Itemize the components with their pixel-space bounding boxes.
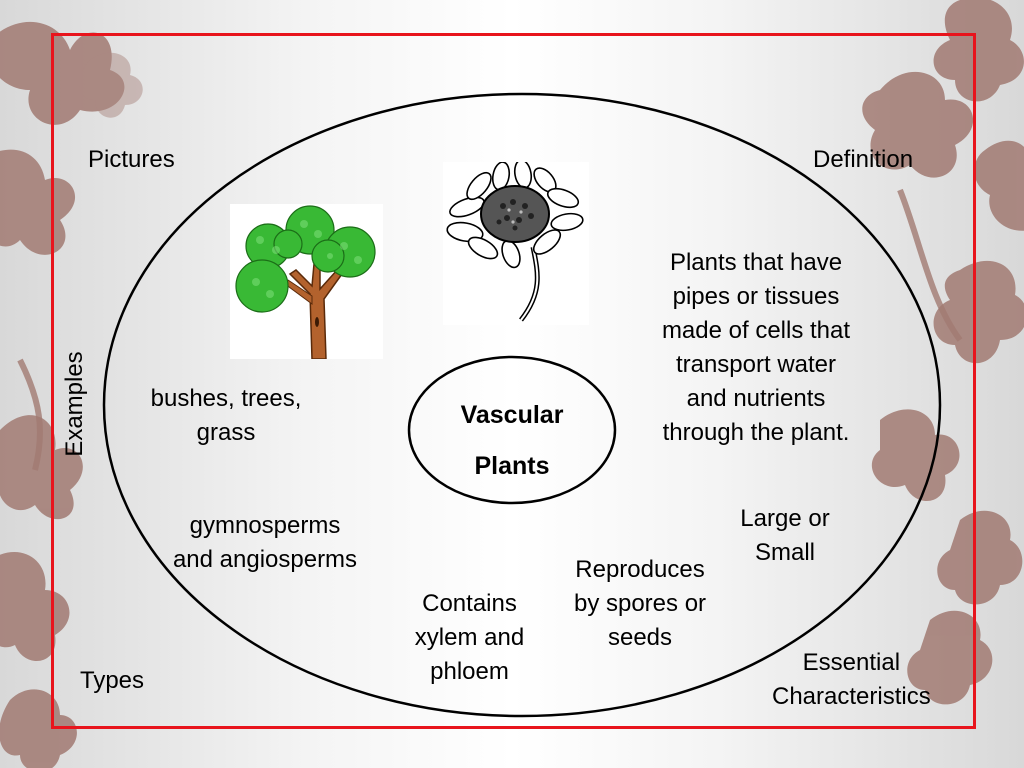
reproduction-line: seeds — [607, 624, 673, 651]
outer-ellipse — [102, 92, 942, 718]
pictures-label: Pictures — [88, 146, 175, 173]
examples-line: grass — [196, 419, 256, 446]
characteristic-size: Large or Small — [725, 502, 845, 570]
types-line: gymnosperms — [189, 512, 341, 539]
essential-characteristics-label: Essential Characteristics — [772, 646, 931, 714]
examples-line: bushes, trees, — [150, 385, 302, 412]
reproduction-line: Reproduces — [575, 556, 705, 583]
tree-picture — [230, 204, 383, 359]
definition-line: made of cells that — [661, 317, 851, 344]
reproduction-line: by spores or — [573, 590, 707, 617]
tissue-line: Contains — [422, 590, 517, 617]
definition-line: transport water — [675, 351, 837, 378]
types-line: and angiosperms — [172, 546, 358, 573]
types-text: gymnosperms and angiosperms — [150, 509, 380, 577]
center-line-1: Vascular — [460, 401, 564, 429]
definition-line: Plants that have — [669, 249, 843, 276]
definition-line: and nutrients — [686, 385, 826, 412]
definition-line: pipes or tissues — [672, 283, 840, 310]
tissue-line: xylem and — [414, 624, 525, 651]
definition-text: Plants that have pipes or tissues made o… — [640, 246, 872, 450]
examples-label: Examples — [61, 351, 88, 457]
definition-label: Definition — [813, 146, 914, 173]
flower-picture — [443, 162, 589, 325]
center-line-2: Plants — [474, 452, 550, 480]
definition-line: through the plant. — [662, 419, 850, 446]
examples-text: bushes, trees, grass — [131, 382, 321, 450]
essential-line-1: Essential — [802, 649, 901, 676]
inner-ellipse — [407, 355, 617, 505]
center-title: Vascular Plants — [412, 390, 612, 492]
size-line: Small — [754, 539, 815, 566]
essential-line-2: Characteristics — [772, 683, 931, 710]
tissue-line: phloem — [430, 658, 509, 685]
characteristic-reproduction: Reproduces by spores or seeds — [555, 553, 725, 655]
size-line: Large or — [740, 505, 830, 532]
red-frame — [51, 33, 976, 729]
types-label: Types — [80, 667, 145, 694]
characteristic-tissue: Contains xylem and phloem — [397, 587, 542, 689]
